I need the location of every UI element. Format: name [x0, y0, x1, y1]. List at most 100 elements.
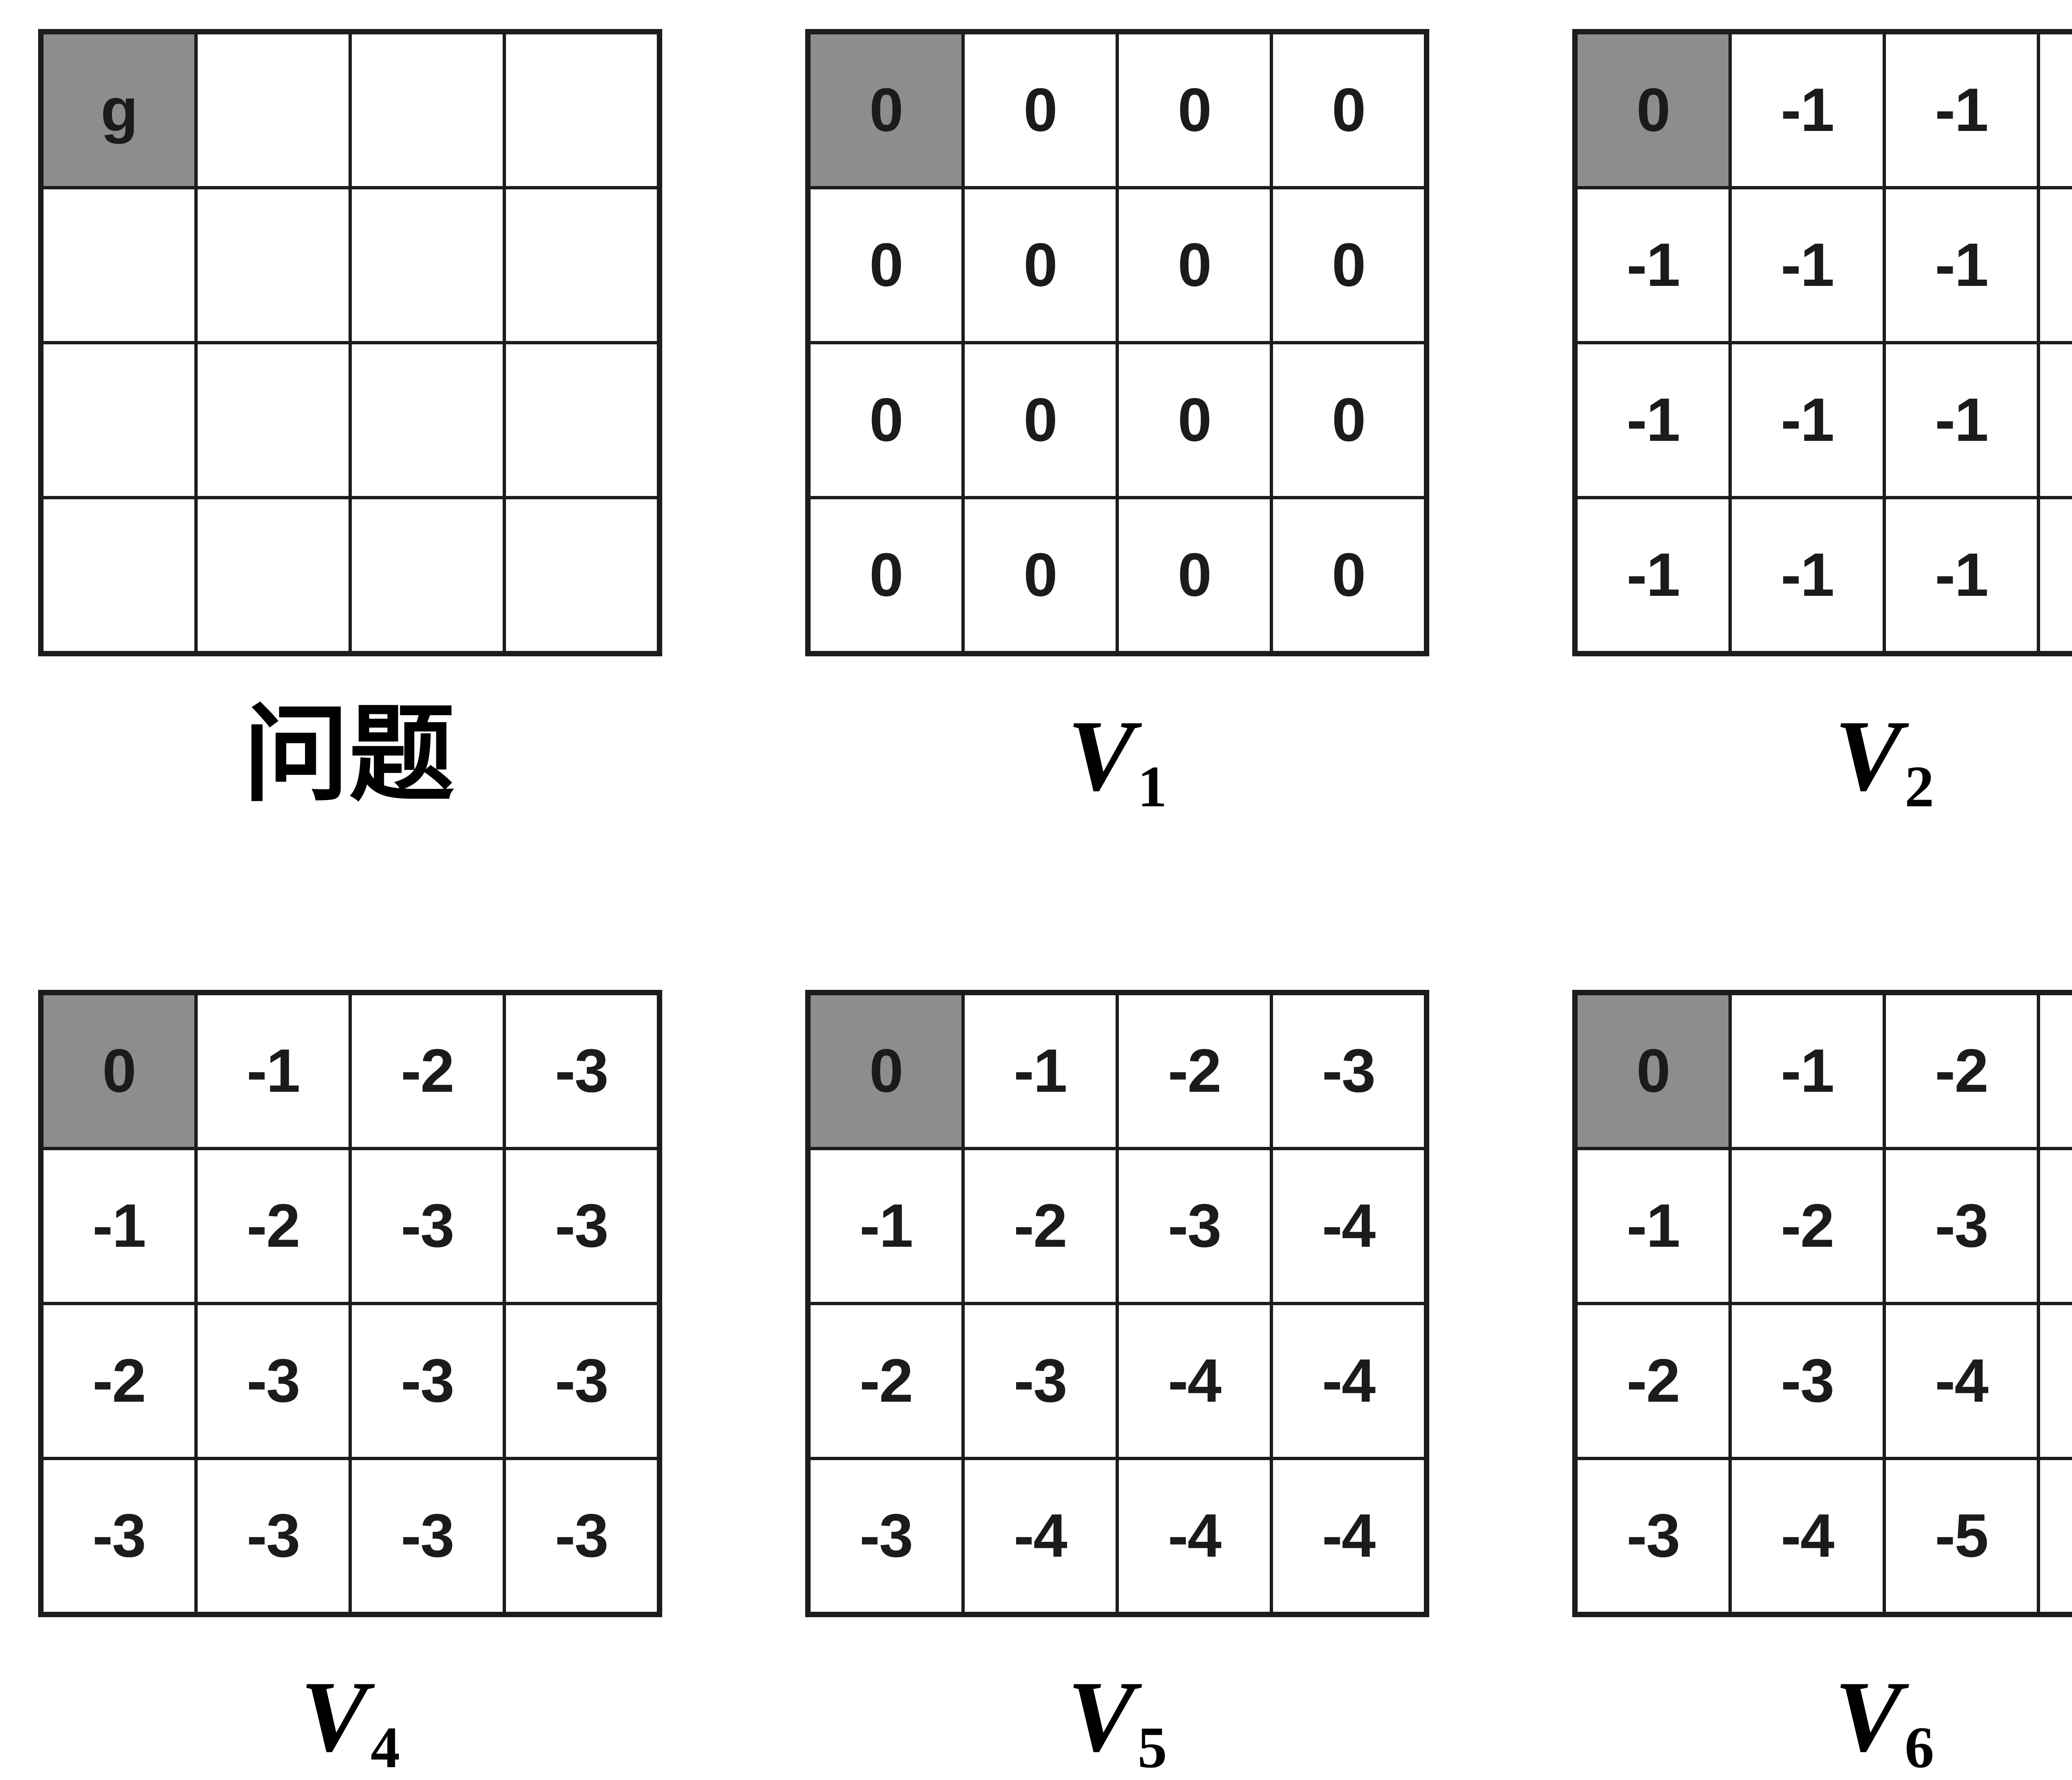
- grid-cell: -4: [1273, 1305, 1424, 1457]
- grid-cell: [44, 499, 194, 651]
- caption-v5: V5: [805, 1657, 1429, 1777]
- grid-cell: -3: [2040, 995, 2072, 1147]
- grid-cell: [506, 499, 657, 651]
- grid-cell: -2: [198, 1150, 349, 1302]
- grid-cell: -1: [2040, 499, 2072, 651]
- grid-cell: -4: [1273, 1460, 1424, 1612]
- grid-cell: [352, 344, 503, 496]
- caption-text: V: [1834, 1660, 1903, 1773]
- grid-cell: -2: [44, 1305, 194, 1457]
- grid-cell: [44, 189, 194, 341]
- grid-cell: -1: [1732, 34, 1883, 186]
- grid-cell: -4: [1273, 1150, 1424, 1302]
- caption-v4: V4: [38, 1657, 662, 1777]
- grid-cell: [198, 189, 349, 341]
- caption-v2: V2: [1572, 696, 2072, 816]
- grid-cell: -4: [1119, 1460, 1270, 1612]
- goal-cell: 0: [811, 34, 961, 186]
- caption-v6: V6: [1572, 1657, 2072, 1777]
- grid-cell: 0: [965, 499, 1116, 651]
- grid-cell: -3: [198, 1305, 349, 1457]
- grid-cell: -2: [1886, 995, 2037, 1147]
- grid-cell: -3: [352, 1150, 503, 1302]
- grid-cell: -5: [2040, 1305, 2072, 1457]
- grid-cell: [198, 34, 349, 186]
- grid-cell: 0: [965, 344, 1116, 496]
- grid-cell: -1: [1732, 189, 1883, 341]
- grid-cell: -1: [1886, 344, 2037, 496]
- grid-cell: -3: [1732, 1305, 1883, 1457]
- grid-cell: -4: [965, 1460, 1116, 1612]
- grid-v4: 0 -1 -2 -3 -1 -2 -3 -3 -2 -3 -3 -3 -3 -3…: [38, 990, 662, 1617]
- figure-row-top: g 问题 0 0 0: [38, 29, 2072, 816]
- panel-problem: g 问题: [38, 29, 662, 816]
- grid-cell: 0: [1119, 344, 1270, 496]
- grid-cell: -1: [1732, 499, 1883, 651]
- grid-cell: [198, 344, 349, 496]
- grid-cell: -1: [1578, 1150, 1728, 1302]
- grid-cell: -2: [352, 995, 503, 1147]
- grid-cell: -2: [1119, 995, 1270, 1147]
- grid-cell: -1: [1578, 344, 1728, 496]
- grid-cell: -3: [506, 1150, 657, 1302]
- grid-cell: -1: [1578, 189, 1728, 341]
- grid-cell: -3: [1578, 1460, 1728, 1612]
- panel-v4: 0 -1 -2 -3 -1 -2 -3 -3 -2 -3 -3 -3 -3 -3…: [38, 990, 662, 1777]
- grid-cell: -3: [506, 1460, 657, 1612]
- grid-cell: -1: [2040, 344, 2072, 496]
- caption-text: 问题: [243, 697, 455, 814]
- grid-cell: [352, 189, 503, 341]
- grid-cell: -3: [352, 1460, 503, 1612]
- grid-cell: 0: [811, 344, 961, 496]
- figure-row-bottom: 0 -1 -2 -3 -1 -2 -3 -3 -2 -3 -3 -3 -3 -3…: [38, 990, 2072, 1777]
- grid-cell: -4: [1119, 1305, 1270, 1457]
- caption-subscript: 5: [1138, 1714, 1167, 1780]
- grid-cell: -1: [2040, 34, 2072, 186]
- goal-cell: g: [44, 34, 194, 186]
- grid-cell: [506, 189, 657, 341]
- grid-v6: 0 -1 -2 -3 -1 -2 -3 -4 -2 -3 -4 -5 -3 -4…: [1572, 990, 2072, 1617]
- grid-cell: 0: [811, 189, 961, 341]
- grid-cell: -3: [198, 1460, 349, 1612]
- grid-cell: -3: [1886, 1150, 2037, 1302]
- caption-subscript: 4: [370, 1714, 400, 1780]
- caption-subscript: 2: [1905, 753, 1934, 819]
- grid-cell: [198, 499, 349, 651]
- grid-cell: [506, 34, 657, 186]
- caption-problem: 问题: [38, 696, 662, 816]
- grid-cell: -2: [1578, 1305, 1728, 1457]
- grid-cell: -1: [198, 995, 349, 1147]
- grid-v1: 0 0 0 0 0 0 0 0 0 0 0 0 0 0 0 0: [805, 29, 1429, 656]
- grid-cell: 0: [1119, 34, 1270, 186]
- grid-cell: -3: [965, 1305, 1116, 1457]
- grid-cell: 0: [1273, 499, 1424, 651]
- grid-cell: [44, 344, 194, 496]
- panel-v5: 0 -1 -2 -3 -1 -2 -3 -4 -2 -3 -4 -4 -3 -4…: [805, 990, 1429, 1777]
- caption-subscript: 6: [1905, 1714, 1934, 1780]
- grid-cell: -4: [1886, 1305, 2037, 1457]
- grid-cell: 0: [1273, 34, 1424, 186]
- grid-cell: -1: [1886, 189, 2037, 341]
- caption-text: V: [300, 1660, 368, 1773]
- caption-text: V: [1834, 699, 1903, 812]
- grid-cell: -5: [1886, 1460, 2037, 1612]
- grid-cell: [352, 499, 503, 651]
- caption-v1: V1: [805, 696, 1429, 816]
- grid-cell: -4: [2040, 1150, 2072, 1302]
- grid-cell: -3: [811, 1460, 961, 1612]
- grid-cell: -3: [1273, 995, 1424, 1147]
- grid-problem: g: [38, 29, 662, 656]
- caption-text: V: [1067, 699, 1135, 812]
- panel-v2: 0 -1 -1 -1 -1 -1 -1 -1 -1 -1 -1 -1 -1 -1…: [1572, 29, 2072, 816]
- goal-cell: 0: [44, 995, 194, 1147]
- grid-cell: -3: [506, 995, 657, 1147]
- grid-v2: 0 -1 -1 -1 -1 -1 -1 -1 -1 -1 -1 -1 -1 -1…: [1572, 29, 2072, 656]
- grid-cell: -2: [965, 1150, 1116, 1302]
- grid-cell: -1: [44, 1150, 194, 1302]
- grid-v5: 0 -1 -2 -3 -1 -2 -3 -4 -2 -3 -4 -4 -3 -4…: [805, 990, 1429, 1617]
- grid-cell: -2: [1732, 1150, 1883, 1302]
- grid-cell: -5: [2040, 1460, 2072, 1612]
- caption-subscript: 1: [1138, 753, 1167, 819]
- grid-cell: 0: [1273, 189, 1424, 341]
